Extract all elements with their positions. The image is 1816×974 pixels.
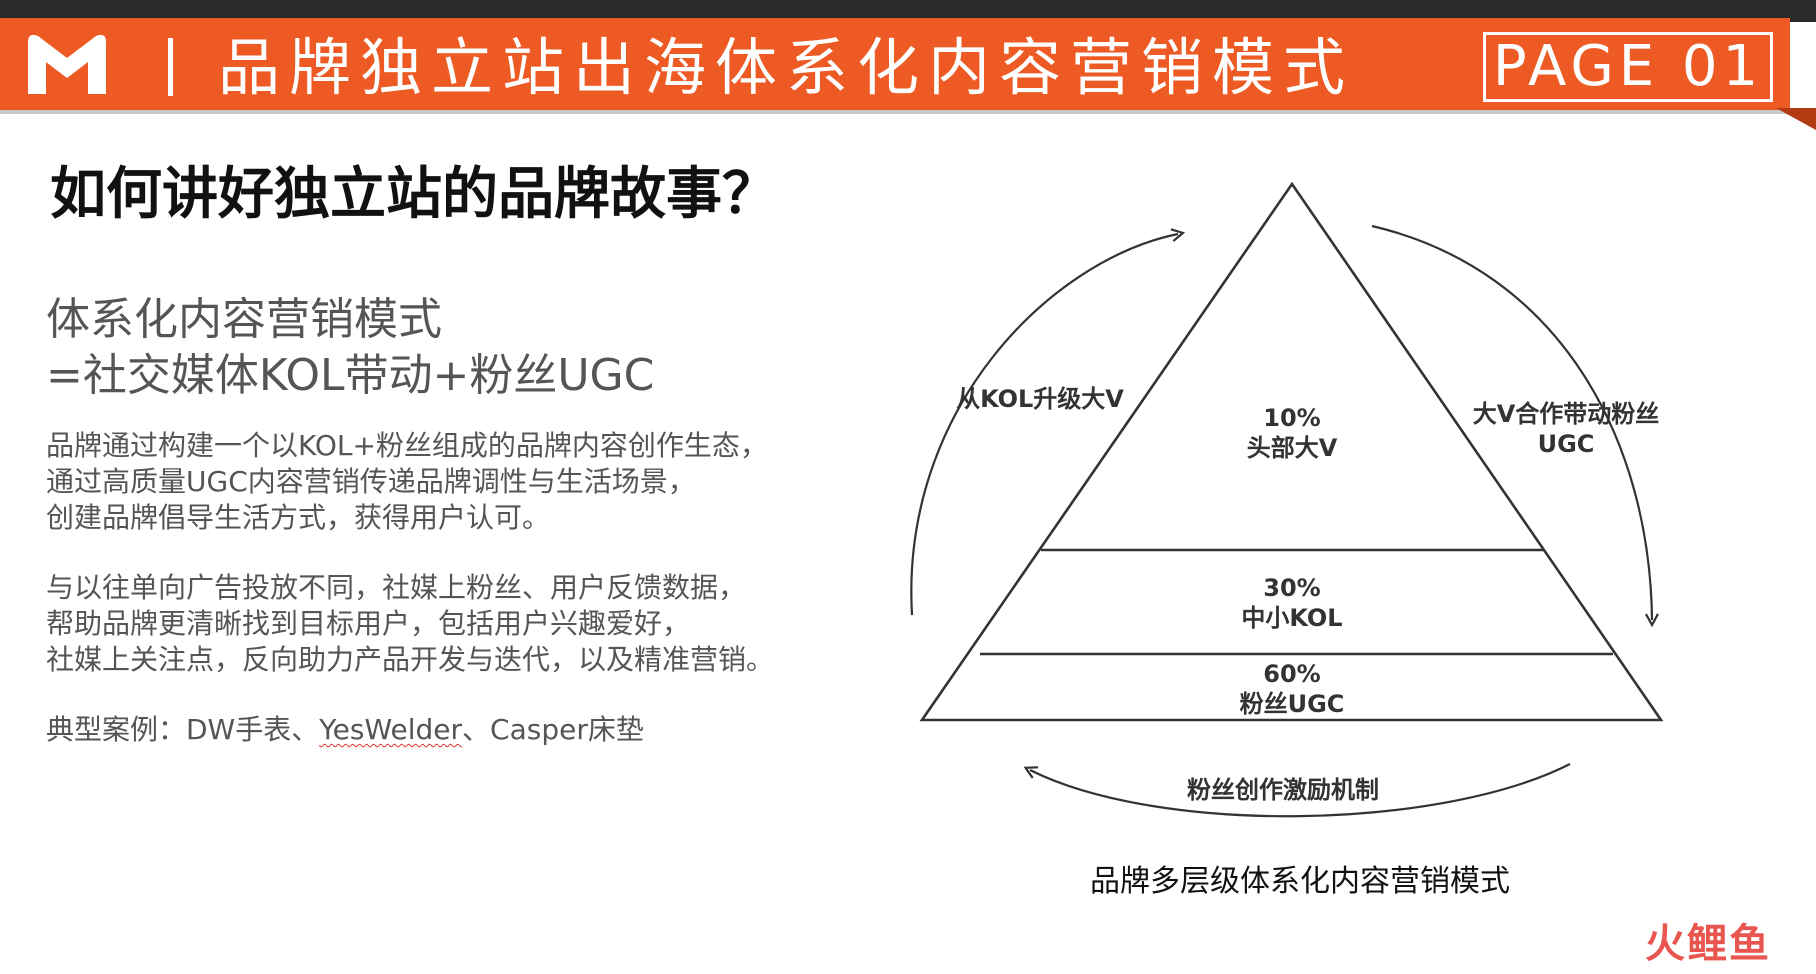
left-upgrade-arrow	[910, 234, 1178, 616]
cases-spellcheck-word: YesWelder	[319, 713, 463, 746]
m-logo-icon	[28, 34, 106, 94]
formula-line-2: =社交媒体KOL带动+粉丝UGC	[46, 350, 655, 401]
banner-separator	[168, 38, 173, 96]
left-arrow-label: 从KOL升级大V	[956, 385, 1124, 413]
main-question: 如何讲好独立站的品牌故事？	[50, 161, 778, 227]
paragraph-1: 品牌通过构建一个以KOL+粉丝组成的品牌内容创作生态， 通过高质量UGC内容营销…	[46, 428, 768, 536]
paragraph-2-line: 与以往单向广告投放不同，社媒上粉丝、用户反馈数据，	[46, 571, 747, 604]
right-arrow-label-1: 大V合作带动粉丝	[1473, 400, 1660, 428]
paragraph-2: 与以往单向广告投放不同，社媒上粉丝、用户反馈数据， 帮助品牌更清晰找到目标用户，…	[46, 570, 774, 678]
bottom-arrow-label: 粉丝创作激励机制	[1187, 776, 1379, 804]
tier-bottom-label: 粉丝UGC	[1240, 690, 1345, 718]
tier-top-percent: 10%	[1263, 404, 1320, 432]
cases-suffix: 、Casper床垫	[462, 713, 644, 746]
bottom-incentive-arrow	[1030, 763, 1571, 818]
tier-bottom-percent: 60%	[1263, 660, 1320, 688]
typical-cases: 典型案例：DW手表、YesWelder、Casper床垫	[46, 712, 644, 748]
banner-fold	[1776, 108, 1816, 130]
right-arrow-label-2: UGC	[1538, 430, 1595, 458]
paragraph-1-line: 创建品牌倡导生活方式，获得用户认可。	[46, 501, 551, 534]
pyramid-diagram: 10% 头部大V 30% 中小KOL 60% 粉丝UGC 从KOL升级大V 大V…	[910, 181, 1664, 818]
header-banner: 品牌独立站出海体系化内容营销模式 PAGE 01	[0, 0, 1816, 130]
tier-top-label: 头部大V	[1247, 434, 1338, 462]
tier-middle-label: 中小KOL	[1241, 604, 1342, 632]
banner-title: 品牌独立站出海体系化内容营销模式	[218, 31, 1355, 104]
banner-artwork-strip	[0, 0, 1816, 22]
paragraph-2-line: 社媒上关注点，反向助力产品开发与迭代，以及精准营销。	[46, 643, 775, 676]
page-number-box: PAGE 01	[1483, 32, 1773, 102]
paragraph-1-line: 通过高质量UGC内容营销传递品牌调性与生活场景，	[46, 465, 696, 498]
paragraph-1-line: 品牌通过构建一个以KOL+粉丝组成的品牌内容创作生态，	[46, 429, 768, 462]
formula-line-1: 体系化内容营销模式	[46, 294, 442, 345]
pyramid-outline	[919, 181, 1664, 722]
paragraph-2-line: 帮助品牌更清晰找到目标用户，包括用户兴趣爱好，	[46, 607, 691, 640]
diagram-caption: 品牌多层级体系化内容营销模式	[1090, 864, 1510, 899]
formula-block: 体系化内容营销模式 =社交媒体KOL带动+粉丝UGC	[46, 292, 654, 404]
tier-middle-percent: 30%	[1263, 574, 1320, 602]
cases-prefix: 典型案例：DW手表、	[46, 713, 320, 746]
right-drive-arrow	[1371, 224, 1652, 620]
typical-cases-line: 典型案例：DW手表、YesWelder、Casper床垫	[46, 712, 644, 748]
watermark-logo: 火鲤鱼	[1645, 921, 1771, 967]
